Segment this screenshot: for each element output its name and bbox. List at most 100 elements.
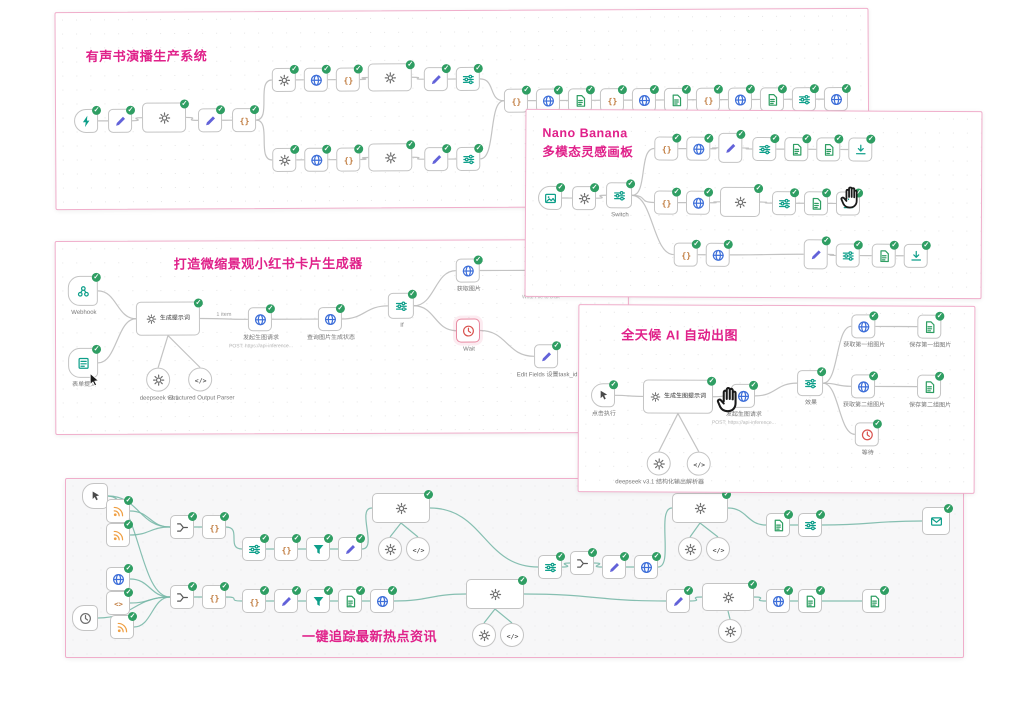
node-qry[interactable]: ✓查询图片生成状态 <box>307 303 355 341</box>
node-s2[interactable]: ✓保存第二组图片 <box>909 371 951 409</box>
node-m1[interactable]: ✓ <box>170 512 197 539</box>
node-rd1[interactable]: ✓ <box>666 586 693 613</box>
node-g1[interactable]: ✓获取第一组图片 <box>843 311 885 348</box>
node-g2[interactable]: ✓获取第二组图片 <box>843 371 885 408</box>
node-t1[interactable]: ✓ <box>537 182 566 210</box>
node-a5[interactable]: ✓ <box>784 134 812 162</box>
node-bD[interactable]: ✓ <box>702 580 757 611</box>
node-m2[interactable]: ✓ <box>170 582 197 609</box>
node-c1[interactable]: {}✓ <box>673 239 701 267</box>
node-c5[interactable]: ✓ <box>871 240 899 268</box>
node-n3[interactable]: ✓ <box>141 99 189 133</box>
node-d2[interactable]: ✓ <box>304 144 332 172</box>
node-c2[interactable]: ✓ <box>705 239 733 267</box>
node-rc1[interactable]: {}✓ <box>242 586 269 613</box>
node-d6[interactable]: ✓ <box>456 143 484 172</box>
node-r5[interactable]: ✓ <box>631 84 659 113</box>
node-rc2[interactable]: ✓ <box>274 586 301 613</box>
node-rd3[interactable]: ✓ <box>798 586 825 613</box>
node-a2[interactable]: ✓ <box>686 133 714 161</box>
node-ptr[interactable] <box>82 483 108 509</box>
node-r3[interactable]: ✓ <box>110 612 137 639</box>
node-ifn[interactable]: ✓If <box>387 289 417 329</box>
node-md3[interactable]: ✓ <box>602 552 629 579</box>
node-u2[interactable]: ✓ <box>303 64 331 92</box>
node-r2[interactable]: ✓ <box>535 85 563 113</box>
node-r7[interactable]: {}✓ <box>695 84 723 112</box>
node-op[interactable]: </>Structured Output Parser <box>168 367 235 402</box>
node-agC[interactable]: ✓ <box>466 576 527 609</box>
node-aB2[interactable]: </> <box>706 537 730 561</box>
node-s1[interactable]: ✓保存第一组图片 <box>909 311 951 349</box>
node-a4[interactable]: ✓ <box>752 134 780 162</box>
node-nb3[interactable]: ✓ <box>306 534 333 561</box>
node-sw[interactable]: ✓Switch <box>605 179 636 218</box>
node-b1[interactable]: {}✓ <box>653 187 682 215</box>
node-d5[interactable]: ✓ <box>424 144 452 172</box>
node-u4[interactable]: ✓ <box>367 60 415 92</box>
node-md2[interactable]: ✓ <box>570 548 597 575</box>
node-c3[interactable]: ✓ <box>803 236 831 270</box>
node-d3[interactable]: {}✓ <box>336 144 364 172</box>
node-n4[interactable]: ✓ <box>197 105 226 133</box>
node-r2[interactable]: ✓ <box>106 520 133 547</box>
node-u1[interactable]: ✓ <box>271 64 299 92</box>
node-wt[interactable]: Wait <box>455 318 481 353</box>
node-u5[interactable]: ✓ <box>423 64 451 92</box>
node-r11[interactable]: ✓ <box>823 83 851 112</box>
node-nf2[interactable]: ✓ <box>798 510 825 537</box>
node-t2[interactable]: ✓ <box>571 183 600 211</box>
node-wh[interactable]: ✓Webhook <box>67 272 101 316</box>
node-r6[interactable]: ✓ <box>663 84 691 112</box>
node-gen[interactable]: 生成提示词✓ <box>135 298 203 336</box>
node-eff[interactable]: ✓效果 <box>797 367 827 406</box>
node-b4[interactable]: ✓ <box>771 188 800 216</box>
node-genp[interactable]: 生成生图提示词✓ <box>642 376 717 414</box>
node-nb4[interactable]: ✓ <box>338 534 365 561</box>
node-a3[interactable]: ✓ <box>718 129 746 163</box>
node-aA2[interactable]: </> <box>406 537 430 561</box>
node-md1[interactable]: ✓ <box>538 552 565 579</box>
node-op2[interactable]: </> <box>686 451 711 476</box>
node-clk[interactable]: ✓点击执行 <box>590 380 619 417</box>
node-b6[interactable]: ✓ <box>835 188 864 216</box>
node-ds2[interactable]: deepseek v3.1 结构化输出解析器 <box>615 451 704 486</box>
node-b3[interactable]: ✓ <box>719 184 764 218</box>
node-d4[interactable]: ✓ <box>368 140 416 172</box>
node-cc1[interactable]: {}✓ <box>202 512 229 539</box>
node-u6[interactable]: ✓ <box>455 63 483 92</box>
node-x1[interactable]: <>✓ <box>106 588 133 615</box>
node-b5[interactable]: ✓ <box>803 188 832 216</box>
node-r4[interactable]: {}✓ <box>599 85 627 113</box>
node-c4[interactable]: ✓ <box>835 240 863 268</box>
node-agB[interactable]: ✓ <box>672 490 731 523</box>
node-nb1[interactable]: ✓ <box>242 534 269 561</box>
node-nf1[interactable]: ✓ <box>766 510 793 537</box>
node-r1[interactable]: {}✓ <box>503 85 531 113</box>
node-nb2[interactable]: {}✓ <box>274 534 301 561</box>
node-mail[interactable]: ✓ <box>922 504 953 535</box>
node-r1[interactable]: ✓ <box>106 496 133 523</box>
node-rd2[interactable]: ✓ <box>766 586 793 613</box>
node-ds[interactable]: deepseek v3.1 <box>140 367 179 402</box>
node-n5[interactable]: {}✓ <box>231 105 260 133</box>
node-a6[interactable]: ✓ <box>816 134 844 162</box>
node-u3[interactable]: {}✓ <box>335 64 363 92</box>
node-r9[interactable]: ✓ <box>759 84 787 112</box>
node-rc3[interactable]: ✓ <box>306 586 333 613</box>
node-n1[interactable]: ✓ <box>73 105 102 134</box>
node-a1[interactable]: {}✓ <box>654 133 682 161</box>
node-r8[interactable]: ✓ <box>727 84 755 112</box>
node-rd4[interactable]: ✓ <box>862 586 889 613</box>
node-rc5[interactable]: ✓ <box>370 586 397 613</box>
node-form[interactable]: ✓表单提交 <box>68 344 102 388</box>
node-d1[interactable]: ✓ <box>272 144 300 172</box>
node-n2[interactable]: ✓ <box>107 105 136 133</box>
node-a7[interactable]: ✓ <box>848 134 876 162</box>
node-aC1[interactable] <box>472 623 496 647</box>
node-aB1[interactable] <box>678 537 702 561</box>
node-cE[interactable] <box>718 619 742 643</box>
node-ed[interactable]: ✓Edit Fields 设置task_id <box>517 341 577 378</box>
